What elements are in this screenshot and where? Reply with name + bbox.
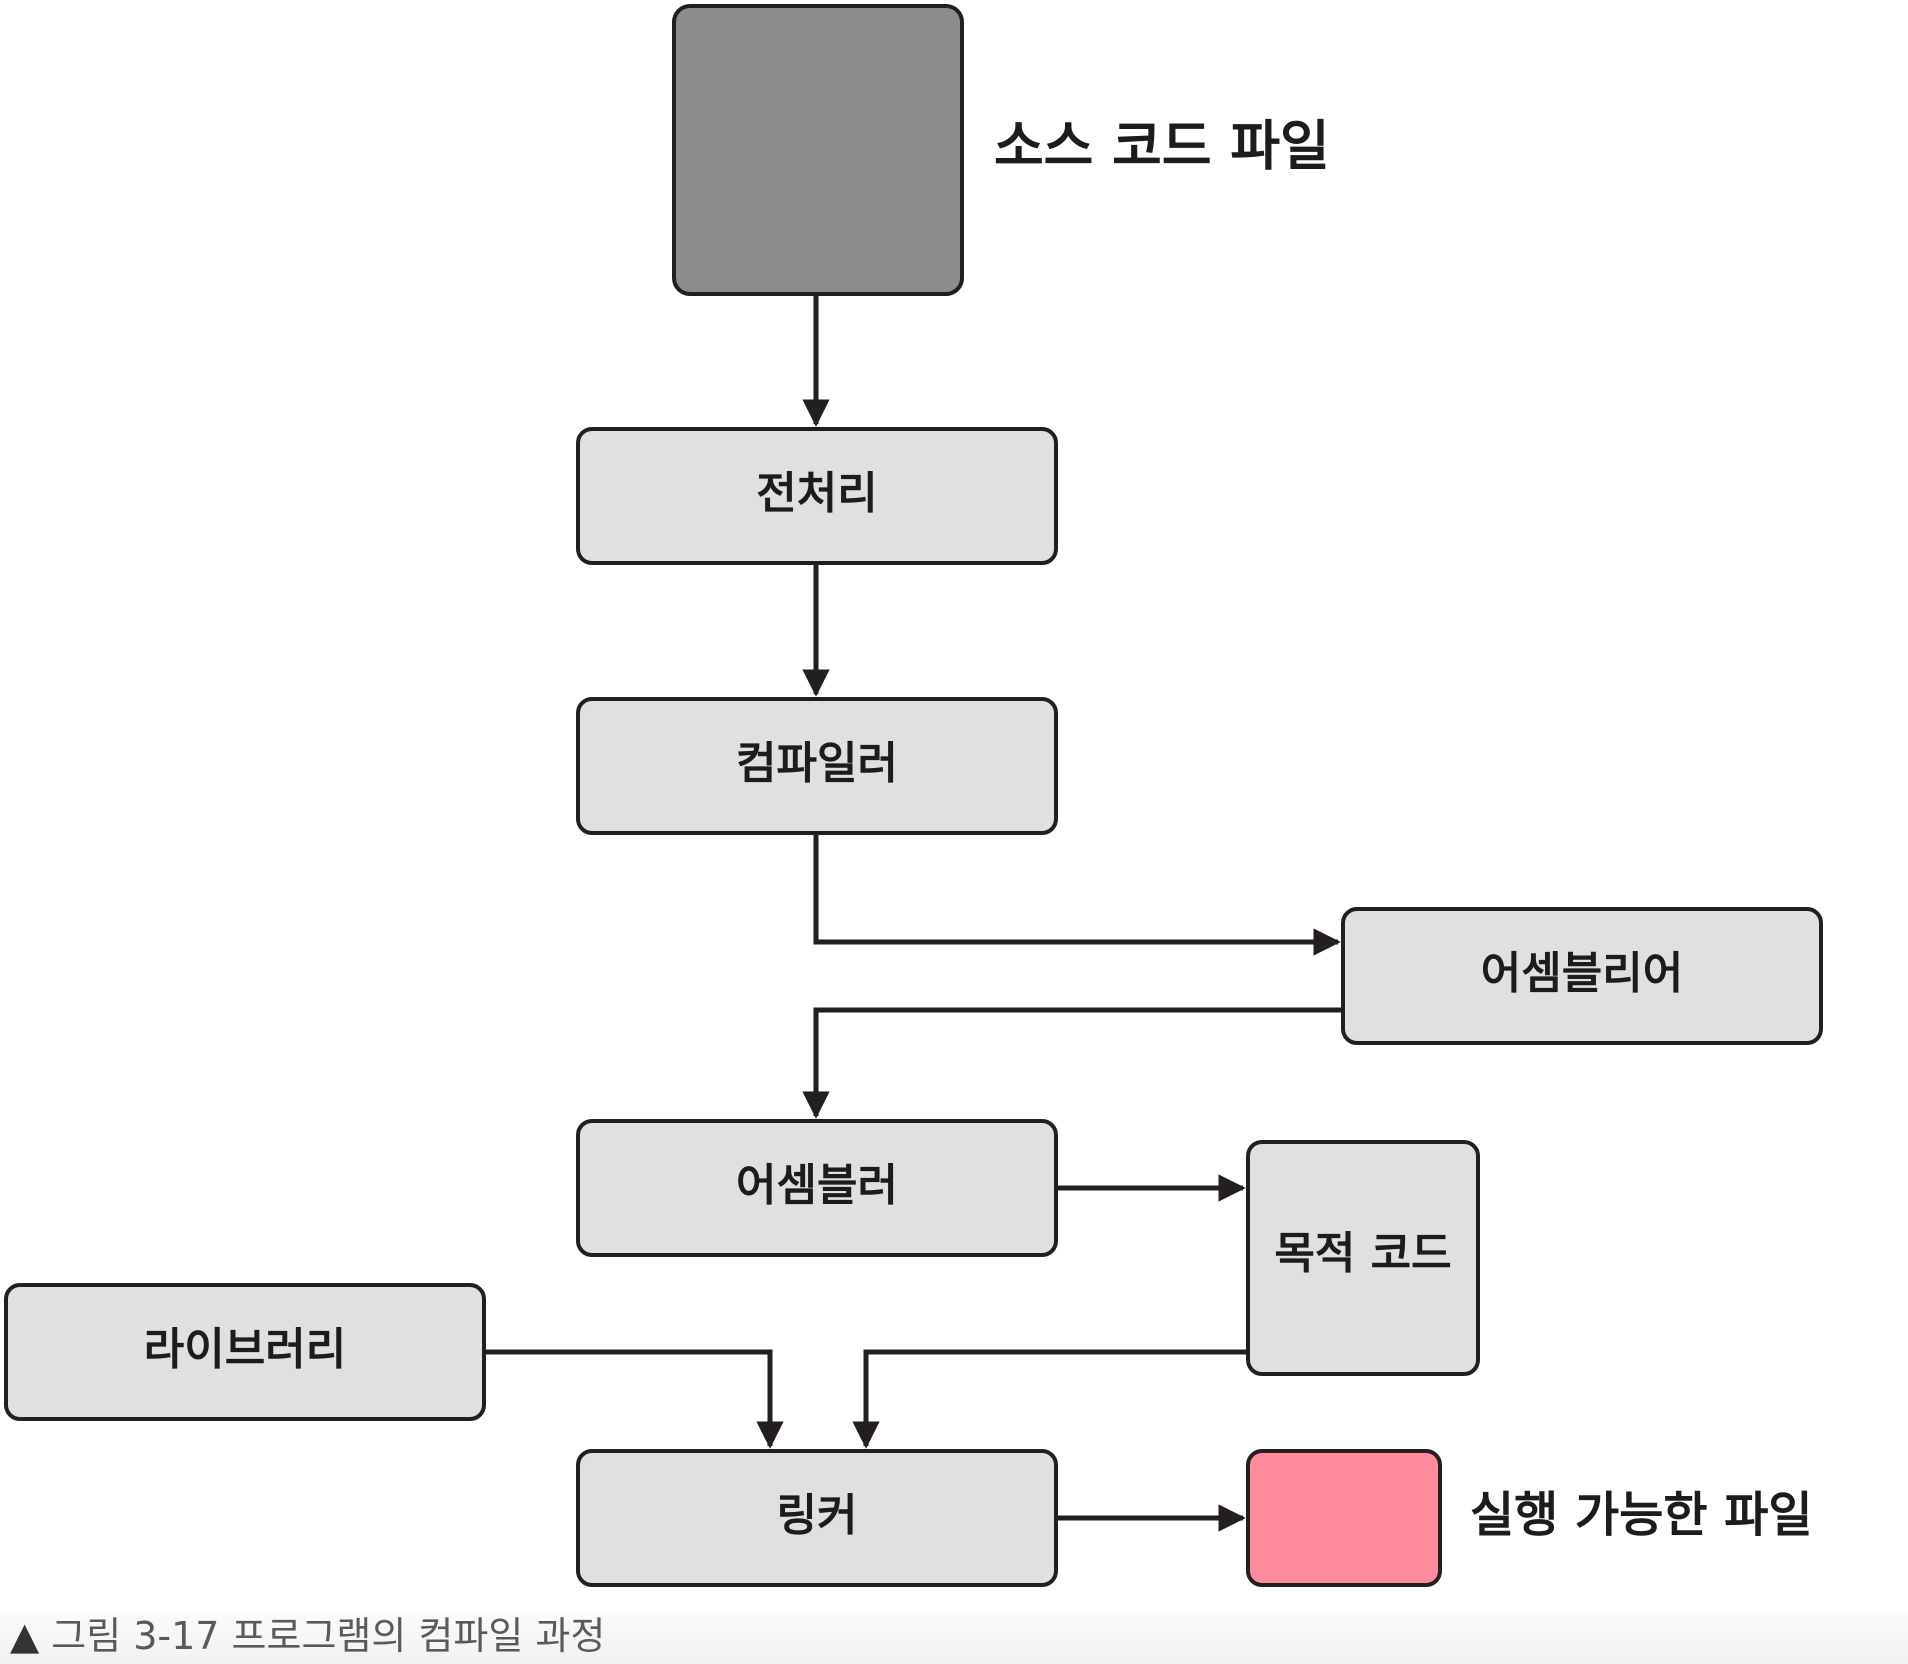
source-file-label: 소스 코드 파일 — [994, 115, 1330, 178]
caption-bar — [0, 1612, 1908, 1664]
preprocessor-label: 전처리 — [756, 468, 877, 519]
object-code-label: 목적 코드 — [1274, 1228, 1451, 1279]
compiler-box — [576, 697, 1058, 835]
executable-file-box — [1246, 1449, 1442, 1587]
edge-library-to-linker — [482, 1349, 784, 1449]
assembler-box — [576, 1119, 1058, 1257]
linker-label: 링커 — [777, 1490, 858, 1541]
assembly-language-label: 어셈블리어 — [1481, 948, 1683, 999]
compiler-label: 컴파일러 — [736, 738, 898, 789]
executable-file-label: 실행 가능한 파일 — [1470, 1487, 1813, 1543]
source-file-box — [672, 4, 964, 296]
edge-assembly-language-to-assembler — [802, 1007, 1343, 1119]
preprocessor-box — [576, 427, 1058, 565]
linker-box — [576, 1449, 1058, 1587]
library-label: 라이브러리 — [144, 1324, 346, 1375]
caption-marker-icon: ▲ — [10, 1614, 40, 1658]
assembly-language-box — [1341, 907, 1823, 1045]
caption-text: 그림 3-17 프로그램의 컴파일 과정 — [51, 1614, 606, 1658]
edge-object-code-to-linker — [852, 1349, 1250, 1449]
object-code-box — [1246, 1140, 1480, 1376]
figure-caption: ▲그림 3-17 프로그램의 컴파일 과정 — [10, 1612, 605, 1660]
edge-compiler-to-assembly-language — [813, 832, 1341, 956]
assembler-label: 어셈블러 — [736, 1160, 898, 1211]
library-box — [4, 1283, 486, 1421]
